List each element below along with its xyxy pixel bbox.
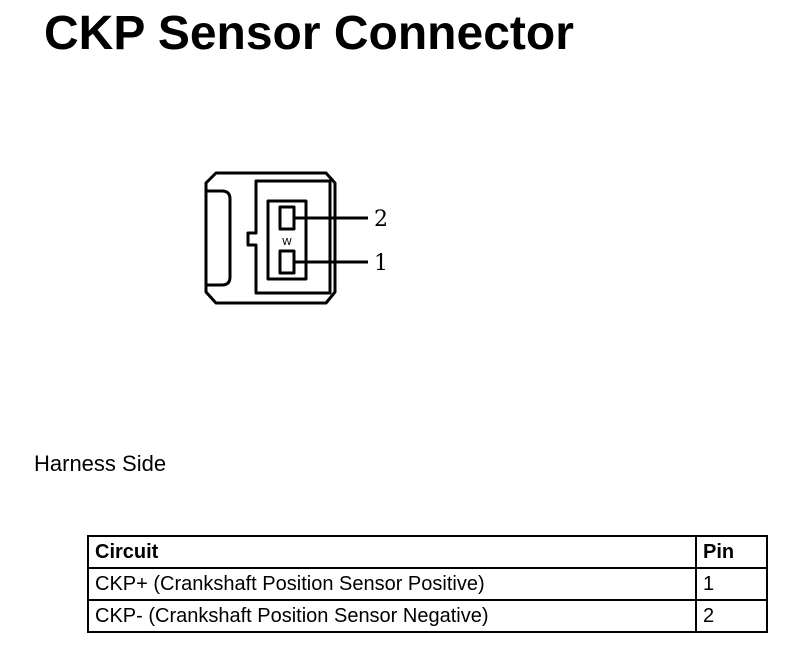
terminal-2 — [278, 205, 296, 231]
pin-label-2: 2 — [374, 207, 388, 232]
header-pin: Pin — [695, 535, 768, 569]
terminal-block — [266, 199, 308, 281]
connector-housing — [204, 171, 337, 305]
table-header-row: Circuit Pin — [87, 535, 768, 569]
terminal-marking: W — [282, 237, 292, 248]
circuit-cell: CKP- (Crankshaft Position Sensor Negativ… — [87, 599, 697, 633]
header-circuit: Circuit — [87, 535, 697, 569]
pin-cell: 2 — [695, 599, 768, 633]
table-row: CKP+ (Crankshaft Position Sensor Positiv… — [87, 567, 768, 601]
circuit-cell: CKP+ (Crankshaft Position Sensor Positiv… — [87, 567, 697, 601]
page-title: CKP Sensor Connector — [44, 7, 574, 60]
latch-tab — [206, 189, 232, 287]
table-row: CKP- (Crankshaft Position Sensor Negativ… — [87, 599, 768, 633]
terminal-1 — [278, 249, 296, 275]
pin-label-1: 1 — [374, 251, 388, 276]
pinout-table: Circuit Pin CKP+ (Crankshaft Position Se… — [87, 535, 768, 633]
connector-diagram: W 2 1 — [204, 171, 388, 305]
pin-cell: 1 — [695, 567, 768, 601]
harness-side-caption: Harness Side — [34, 451, 167, 476]
